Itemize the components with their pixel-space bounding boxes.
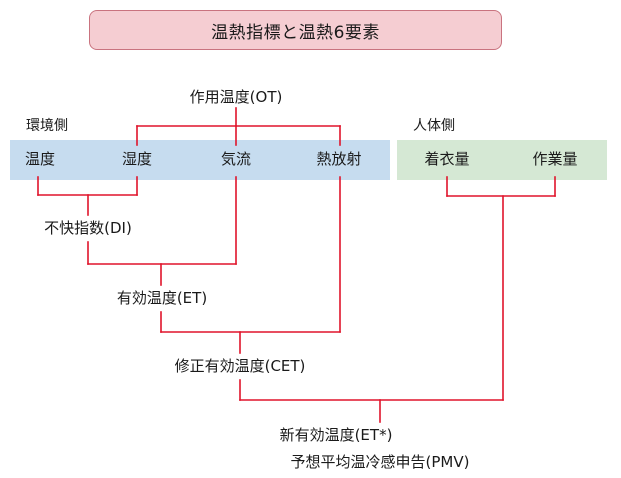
human-band [397,140,607,180]
factor-activity: 作業量 [532,150,578,168]
index-di: 不快指数(DI) [44,219,132,237]
index-pmv: 予想平均温冷感申告(PMV) [290,453,470,471]
index-et-star: 新有効温度(ET*) [279,426,393,444]
environment-group-label: 環境側 [26,118,68,134]
diagram-title-text: 温熱指標と温熱6要素 [211,22,380,43]
diagram-title: 温熱指標と温熱6要素 [89,10,502,50]
factor-temperature: 温度 [24,150,56,168]
index-cet: 修正有効温度(CET) [174,357,306,375]
factor-airflow: 気流 [220,150,252,168]
factor-clothing: 着衣量 [424,150,470,168]
human-group-label: 人体側 [413,118,455,134]
environment-band [10,140,390,180]
factor-humidity: 湿度 [121,150,153,168]
index-ot: 作用温度(OT) [189,88,283,106]
index-et: 有効温度(ET) [116,289,208,307]
factor-radiation: 熱放射 [316,150,362,168]
